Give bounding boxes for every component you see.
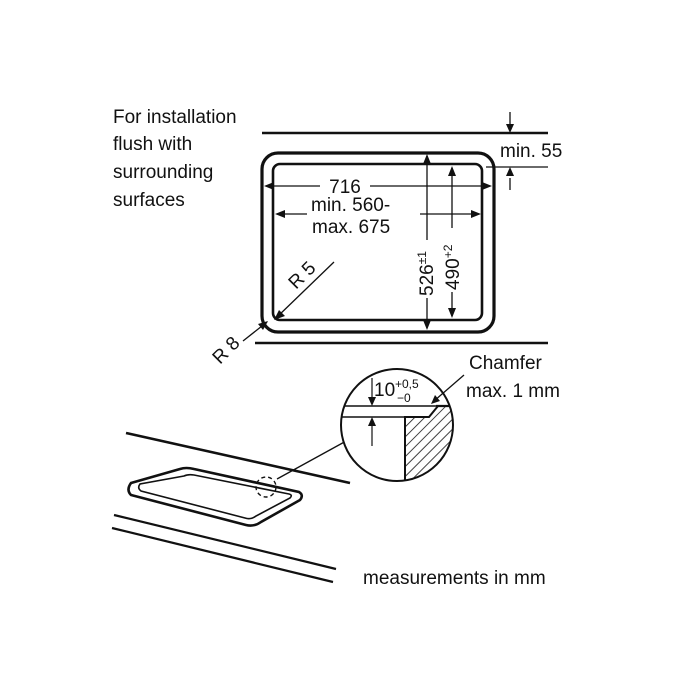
step-tolerance-minus: −0	[397, 391, 411, 405]
worktop-section-hatch	[404, 405, 453, 481]
inner-radius-label: R 5	[285, 258, 321, 294]
cutout-width-min-label: min. 560-	[311, 195, 390, 216]
recess-outline	[127, 466, 304, 527]
worktop-perspective-view	[111, 431, 351, 584]
chamfer-callout: Chamfer max. 1 mm	[431, 353, 560, 404]
outer-depth-tolerance: ±1	[415, 251, 429, 265]
units-note: measurements in mm	[363, 568, 546, 589]
chamfer-value: max. 1 mm	[466, 381, 560, 402]
detail-callout-line	[276, 439, 349, 480]
cutout-depth-label: 490+2	[441, 244, 464, 290]
outer-depth-dimension: 526±1	[415, 154, 438, 330]
chamfer-title: Chamfer	[469, 353, 543, 374]
outer-width-label: 716	[329, 177, 361, 198]
note-line-2: flush with	[113, 134, 192, 155]
cutout-width-dimension: min. 560- max. 675	[275, 195, 481, 238]
cutout-depth-dimension: 490+2	[441, 166, 464, 318]
detail-marker-circle	[255, 476, 277, 498]
step-tolerance-plus: +0,5	[395, 377, 419, 391]
installation-note: For installation flush with surrounding …	[113, 107, 237, 211]
outer-depth-label: 526±1	[415, 251, 438, 296]
note-line-1: For installation	[113, 107, 237, 128]
step-depth-label: 10	[374, 380, 395, 401]
inner-cutout-outline	[271, 162, 484, 322]
recess-inner-outline	[137, 473, 293, 520]
cutout-depth-tolerance: +2	[441, 244, 455, 258]
min-depth-label: min. 55	[500, 141, 562, 162]
min-depth-dimension: min. 55	[486, 112, 562, 190]
outer-width-dimension: 716	[264, 177, 492, 198]
inner-radius-leader: R 5	[274, 258, 335, 320]
section-detail: 10 +0,5 −0	[340, 368, 454, 482]
outer-cutout-outline	[260, 151, 496, 334]
note-line-4: surfaces	[113, 190, 185, 211]
cutout-width-max-label: max. 675	[312, 217, 390, 238]
outer-radius-label: R 8	[209, 333, 245, 369]
outer-radius-leader: R 8	[209, 321, 268, 369]
note-line-3: surrounding	[113, 162, 213, 183]
